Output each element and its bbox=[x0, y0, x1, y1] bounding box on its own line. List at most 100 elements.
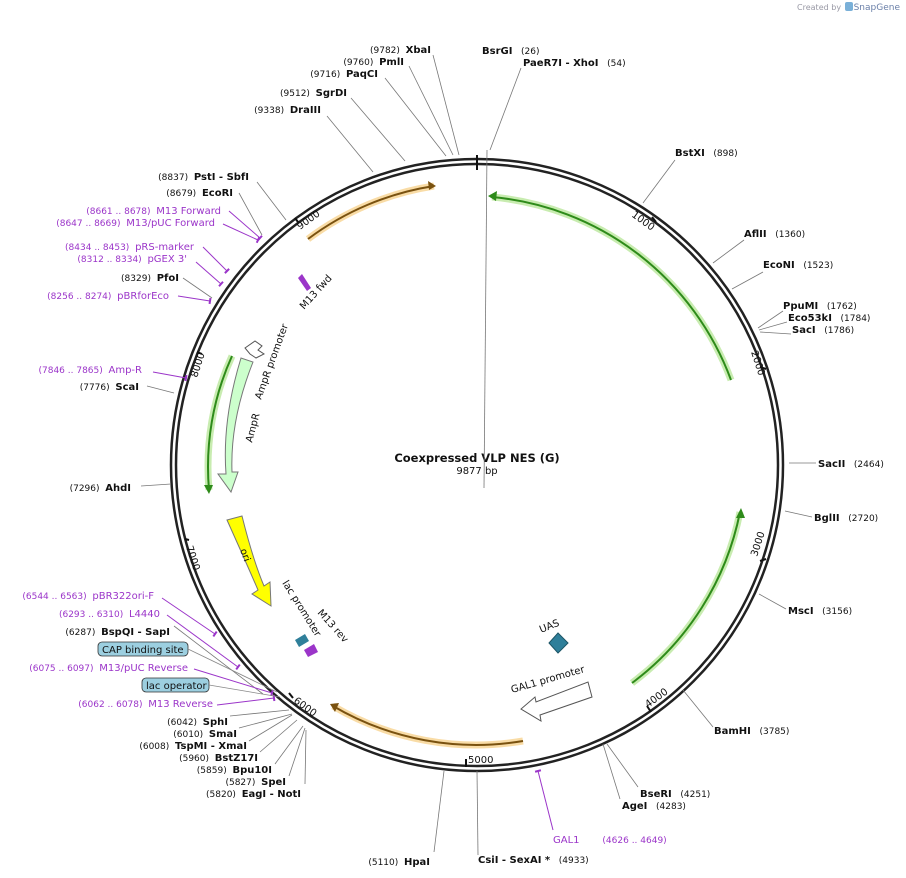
site-name: PaeR7I - XhoI bbox=[523, 58, 599, 69]
orf-left-arrowhead bbox=[204, 485, 213, 494]
site-label-bsrgi: BsrGI (26) bbox=[482, 46, 540, 57]
site-label-bglii: BglII (2720) bbox=[814, 513, 878, 524]
site-name: ScaI bbox=[115, 382, 139, 393]
feature-gal1-promoter-arrow bbox=[520, 681, 593, 722]
site-name: EcoRI bbox=[202, 188, 233, 199]
inner-features bbox=[217, 274, 593, 722]
connector-ppumi bbox=[757, 310, 784, 329]
site-name: PpuMI bbox=[783, 301, 818, 312]
site-position: (9716) bbox=[310, 70, 340, 80]
site-label-gal1: GAL1 (4626 .. 4649) bbox=[553, 835, 667, 846]
connector-m13-forward bbox=[228, 210, 261, 239]
site-name: EagI - NotI bbox=[242, 789, 301, 800]
primer-mark-m13-puc-reverse bbox=[270, 689, 274, 697]
site-gap bbox=[845, 460, 854, 470]
orange-arc-bottom bbox=[332, 705, 524, 746]
orange-arc-bottom-halo bbox=[331, 702, 524, 749]
site-label-paqci: (9716) PaqCI bbox=[310, 69, 378, 80]
site-position: (898) bbox=[713, 149, 737, 159]
site-position: (5110) bbox=[368, 858, 398, 868]
connector-sgrdi bbox=[350, 97, 406, 162]
tick-line-4000 bbox=[646, 705, 652, 713]
site-position: (1784) bbox=[841, 314, 871, 324]
site-position: (9512) bbox=[280, 89, 310, 99]
cap-binding-site-label: CAP binding site bbox=[102, 645, 184, 656]
site-name: M13 Forward bbox=[156, 206, 221, 217]
site-position: (8661 .. 8678) bbox=[86, 207, 150, 217]
connector-spei bbox=[288, 727, 306, 777]
site-label-pgex-3: (8312 .. 8334) pGEX 3' bbox=[77, 254, 187, 265]
feature-labels: AmpR promoter AmpR ori lac promoter M13 … bbox=[237, 273, 587, 696]
site-position: (3785) bbox=[759, 727, 789, 737]
plasmid-title: Coexpressed VLP NES (G) bbox=[394, 451, 559, 465]
tick-line-2000 bbox=[759, 366, 767, 370]
site-position: (8434 .. 8453) bbox=[65, 243, 129, 253]
site-name: L4440 bbox=[129, 609, 160, 620]
orange-arc-top-halo bbox=[305, 182, 435, 242]
site-position: (54) bbox=[607, 59, 625, 69]
tick-6000: 6000 bbox=[291, 696, 318, 720]
connector-pmli bbox=[408, 65, 454, 156]
site-gap bbox=[599, 59, 608, 69]
connector-msci bbox=[758, 593, 787, 610]
tick-5000: 5000 bbox=[468, 755, 493, 766]
connector-gal1 bbox=[537, 770, 554, 831]
site-name: TspMI - XmaI bbox=[175, 741, 247, 752]
connector-sphi bbox=[229, 709, 290, 717]
site-label-l4440: (6293 .. 6310) L4440 bbox=[59, 609, 160, 620]
connector-econi bbox=[731, 271, 764, 290]
primer-mark-l4440 bbox=[235, 663, 241, 671]
site-gap bbox=[647, 802, 656, 812]
site-position: (4251) bbox=[680, 790, 710, 800]
primer-mark-m13-forward bbox=[257, 235, 263, 241]
connector-bsrgi bbox=[483, 149, 488, 489]
site-label-spei: (5827) SpeI bbox=[225, 777, 286, 788]
site-name: PaqCI bbox=[346, 69, 378, 80]
site-position: (4283) bbox=[656, 802, 686, 812]
site-label-m13-puc-reverse: (6075 .. 6097) M13/pUC Reverse bbox=[29, 663, 188, 674]
site-name: PfoI bbox=[157, 273, 179, 284]
tick-line-8000 bbox=[196, 351, 203, 355]
connector-bglii bbox=[784, 510, 813, 518]
site-name: pBRforEco bbox=[117, 291, 169, 302]
site-position: (9782) bbox=[370, 46, 400, 56]
site-name: Eco53kI bbox=[788, 313, 832, 324]
connector-l4440 bbox=[166, 614, 239, 668]
label-lac-promoter: lac promoter bbox=[279, 579, 323, 640]
site-label-tspmi-xmai: (6008) TspMI - XmaI bbox=[139, 741, 247, 752]
site-gap bbox=[580, 836, 603, 846]
site-position: (8837) bbox=[158, 173, 188, 183]
connector-psti-sbfi bbox=[256, 181, 287, 221]
label-ampr-promoter: AmpR promoter bbox=[253, 322, 291, 401]
connector-amp-r bbox=[152, 371, 187, 379]
site-label-saci: SacI (1786) bbox=[792, 325, 854, 336]
site-label-pfoi: (8329) PfoI bbox=[121, 273, 179, 284]
site-position: (3156) bbox=[822, 607, 852, 617]
connector-xbai bbox=[432, 54, 460, 156]
orf-right-top-halo bbox=[491, 193, 735, 382]
site-label-eagi-noti: (5820) EagI - NotI bbox=[206, 789, 301, 800]
site-gap bbox=[512, 47, 521, 57]
site-name: EcoNI bbox=[763, 260, 795, 271]
site-position: (6075 .. 6097) bbox=[29, 664, 93, 674]
site-label-eco53ki: Eco53kI (1784) bbox=[788, 313, 870, 324]
site-labels: BsrGI (26)PaeR7I - XhoI (54)BstXI (898)A… bbox=[22, 45, 884, 868]
site-position: (7776) bbox=[80, 383, 110, 393]
site-name: BglII bbox=[814, 513, 840, 524]
connector-pbrforeco bbox=[177, 295, 211, 302]
connector-hpai bbox=[433, 770, 445, 853]
site-label-draiii: (9338) DraIII bbox=[254, 105, 321, 116]
primer-mark-amp-r bbox=[184, 374, 188, 382]
site-position: (6008) bbox=[139, 742, 169, 752]
site-label-bstz17i: (5960) BstZ17I bbox=[179, 753, 258, 764]
site-label-scai: (7776) ScaI bbox=[80, 382, 139, 393]
primer-mark-prs-marker bbox=[224, 268, 230, 274]
site-label-xbai: (9782) XbaI bbox=[370, 45, 431, 56]
site-label-ecori: (8679) EcoRI bbox=[166, 188, 233, 199]
site-position: (6010) bbox=[173, 730, 203, 740]
site-name: Bpu10I bbox=[232, 765, 272, 776]
site-position: (8256 .. 8274) bbox=[47, 292, 111, 302]
connector-aflii bbox=[712, 239, 745, 264]
primer-mark-pgex-3 bbox=[218, 281, 224, 287]
